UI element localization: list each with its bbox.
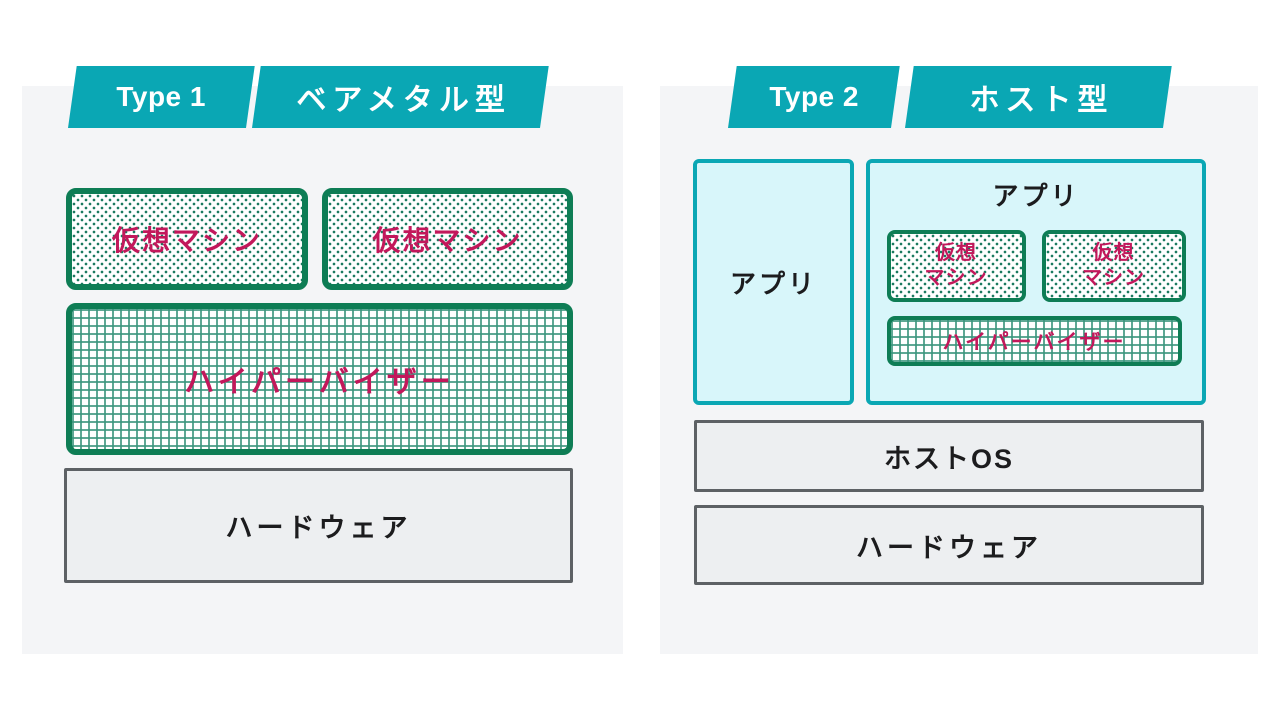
type1-tag-banner: Type 1 — [68, 66, 255, 128]
type2-app-box-left: アプリ — [693, 159, 854, 405]
type2-title-label: ホスト型 — [969, 84, 1114, 117]
type2-hardware-box: ハードウェア — [694, 505, 1204, 585]
type2-host-os-box: ホストOS — [694, 420, 1204, 492]
type1-title-label: ベアメタル型 — [296, 84, 511, 117]
type2-tag-label: Type 2 — [769, 81, 859, 112]
type2-host-os-label: ホストOS — [883, 443, 1014, 474]
type2-vm1-line2: マシン — [924, 267, 988, 289]
type2-vm-row: 仮想 マシン 仮想 マシン — [886, 230, 1186, 302]
type2-app-top-label: アプリ — [992, 181, 1080, 211]
type1-virtual-machine-box-1: 仮想マシン — [66, 188, 308, 290]
type2-hypervisor-label: ハイパーバイザー — [942, 331, 1126, 354]
type1-virtual-machine-box-2: 仮想マシン — [322, 188, 573, 290]
type1-title-banner: ベアメタル型 — [252, 66, 549, 128]
type2-virtual-machine-box-2: 仮想 マシン — [1041, 230, 1186, 302]
type2-hypervisor-box: ハイパーバイザー — [886, 316, 1182, 366]
type2-tag-banner: Type 2 — [728, 66, 900, 128]
type2-vm2-line1: 仮想 — [1092, 242, 1135, 264]
type1-hardware-box: ハードウェア — [64, 468, 573, 583]
type2-inner-stack: 仮想 マシン 仮想 マシン ハイパーバイザー — [886, 230, 1186, 366]
type1-hypervisor-label: ハイパーバイザー — [184, 366, 455, 399]
type1-hardware-label: ハードウェア — [225, 513, 412, 543]
type2-app-container-box: アプリ 仮想 マシン 仮想 マシン ハイパーバイザー — [866, 159, 1206, 405]
type2-vm1-line1: 仮想 — [935, 242, 977, 264]
type2-app-left-label: アプリ — [729, 268, 817, 299]
type2-virtual-machine-box-1: 仮想 マシン — [886, 230, 1026, 302]
type1-vm2-label: 仮想マシン — [372, 225, 523, 256]
type2-hardware-label: ハードウェア — [856, 532, 1042, 563]
type1-tag-label: Type 1 — [116, 81, 207, 112]
type1-vm1-label: 仮想マシン — [111, 225, 262, 256]
type2-vm2-line2: マシン — [1082, 267, 1145, 289]
type2-title-banner: ホスト型 — [905, 66, 1172, 128]
type1-hypervisor-box: ハイパーバイザー — [66, 303, 573, 455]
